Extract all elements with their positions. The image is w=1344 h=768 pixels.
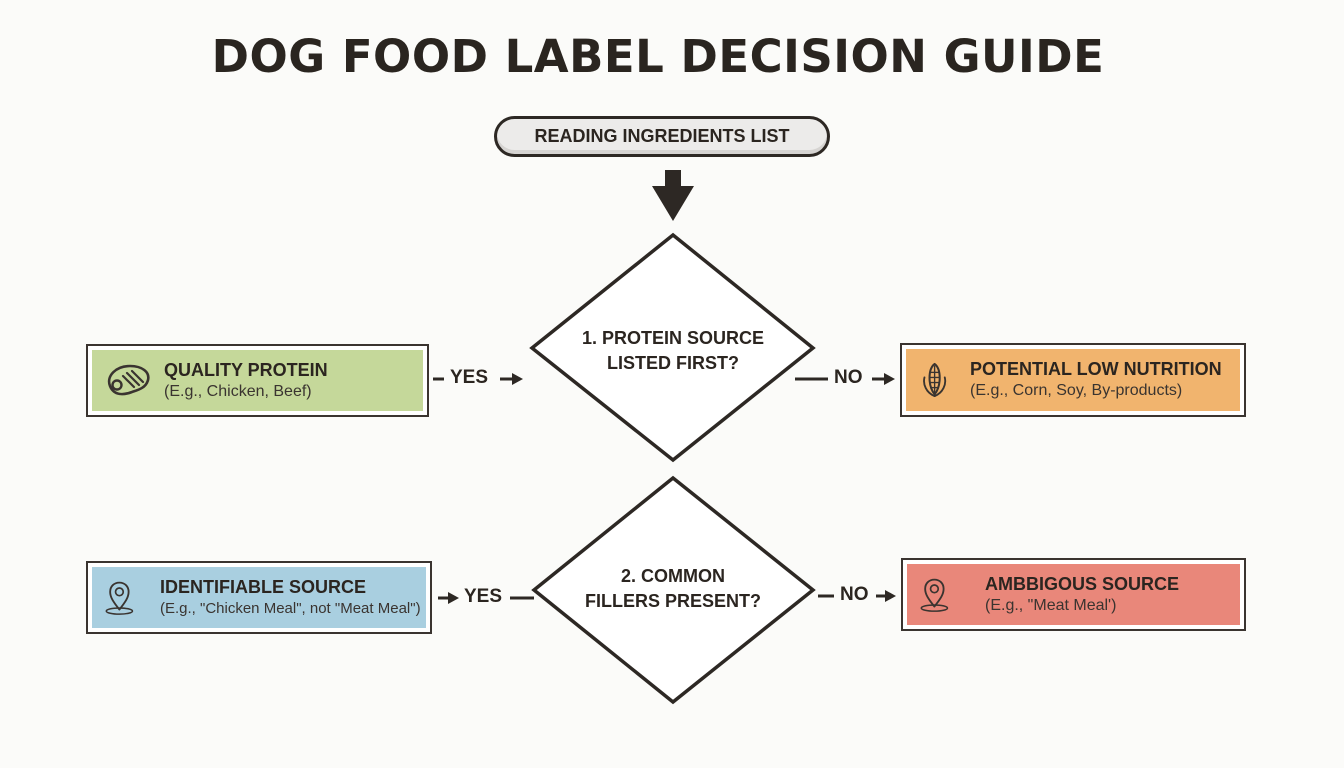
- outcome-ambiguous-source-title: AMBBIGOUS SOURCE: [985, 573, 1180, 594]
- edge-label-no-2: NO: [840, 584, 869, 605]
- outcome-quality-protein-fill: QUALITY PROTEIN (E.g., Chicken, Beef): [92, 350, 423, 411]
- edge-label-yes-1: YES: [450, 367, 489, 388]
- outcome-identifiable-source-title: IDENTIFIABLE SOURCE: [160, 576, 367, 597]
- outcome-identifiable-source-fill: IDENTIFIABLE SOURCE (E.g., "Chicken Meal…: [92, 567, 426, 628]
- down-arrow: [652, 170, 694, 221]
- edge-label-no-1: NO: [834, 367, 863, 388]
- connector-yes-1: [433, 373, 523, 385]
- outcome-quality-protein-title: QUALITY PROTEIN: [164, 359, 328, 380]
- decision-1-line2: LISTED FIRST?: [607, 353, 739, 373]
- location-pin-icon: [105, 581, 134, 615]
- decision-2-line2: FILLERS PRESENT?: [584, 591, 761, 611]
- decision-diamond-2: [531, 475, 816, 705]
- outcome-quality-protein-subtitle: (E.g., Chicken, Beef): [164, 382, 312, 400]
- decision-diamond-1: [529, 232, 816, 463]
- start-node-label: READING INGREDIENTS LIST: [534, 126, 790, 146]
- steak-icon: [107, 364, 150, 395]
- outcome-low-nutrition: POTENTIAL LOW NUTRITION (E.g., Corn, Soy…: [900, 343, 1246, 417]
- outcome-low-nutrition-subtitle: (E.g., Corn, Soy, By-products): [970, 382, 1183, 399]
- page-title: DOG FOOD LABEL DECISION GUIDE: [211, 30, 1105, 83]
- decision-1-line1: 1. PROTEIN SOURCE: [581, 328, 765, 348]
- corn-icon: [923, 362, 947, 398]
- decision-2-line1: 2. COMMON: [620, 566, 725, 586]
- edge-label-yes-2: YES: [464, 586, 503, 607]
- outcome-quality-protein: QUALITY PROTEIN (E.g., Chicken, Beef): [86, 344, 429, 417]
- outcome-ambiguous-source-subtitle: (E.g., "Meat Meal'): [985, 596, 1117, 614]
- outcome-ambiguous-source: AMBBIGOUS SOURCE (E.g., "Meat Meal'): [901, 558, 1246, 631]
- outcome-identifiable-source: IDENTIFIABLE SOURCE (E.g., "Chicken Meal…: [86, 561, 432, 634]
- decision-1-text: 1. PROTEIN SOURCE LISTED FIRST?: [560, 326, 786, 376]
- outcome-ambiguous-source-fill: AMBBIGOUS SOURCE (E.g., "Meat Meal'): [907, 564, 1240, 625]
- connector-yes-2: [438, 592, 534, 604]
- outcome-low-nutrition-fill: POTENTIAL LOW NUTRITION (E.g., Corn, Soy…: [906, 349, 1240, 411]
- connector-no-2: [818, 590, 896, 602]
- outcome-identifiable-source-subtitle: (E.g., "Chicken Meal", not "Meat Meal"): [160, 599, 421, 617]
- outcome-low-nutrition-title: POTENTIAL LOW NUTRITION: [970, 359, 1222, 379]
- connector-no-1: [795, 373, 895, 385]
- location-pin-icon: [920, 578, 949, 612]
- start-node: READING INGREDIENTS LIST: [494, 116, 830, 157]
- decision-2-text: 2. COMMON FILLERS PRESENT?: [560, 564, 786, 614]
